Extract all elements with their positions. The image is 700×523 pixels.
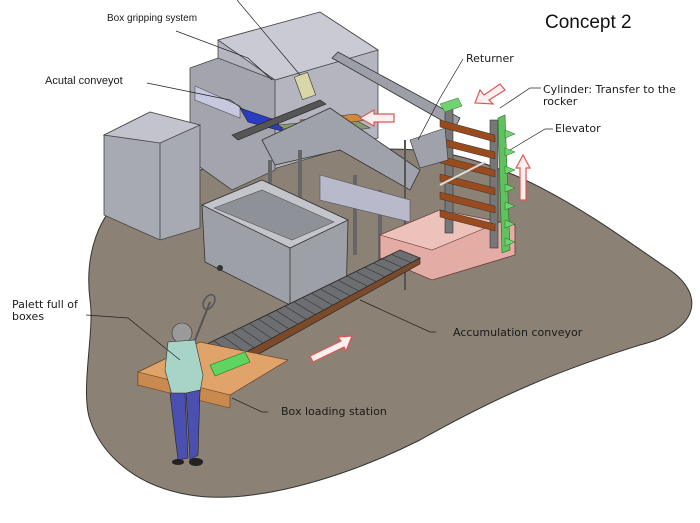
leader-lines: [85, 0, 553, 413]
conveyor-roller: [302, 297, 325, 311]
arrow-up-right-icon: [309, 335, 353, 363]
conveyor-roller: [257, 318, 281, 334]
conveyor-roller: [240, 327, 264, 344]
conveyor-roller: [328, 284, 351, 297]
conveyor-roller: [231, 331, 255, 349]
arrow-up-icon: [514, 153, 532, 201]
flow-arrows: [309, 83, 532, 363]
arrow-down-left-icon: [474, 83, 506, 105]
conveyor-roller: [266, 314, 290, 330]
container-bin: [201, 179, 349, 306]
concept-title: Concept 2: [545, 12, 632, 33]
conveyor-roller: [382, 258, 403, 268]
conveyor-roller: [364, 266, 386, 278]
label-box-loading-station: Box loading station: [281, 405, 387, 418]
arrow-left-icon: [358, 108, 395, 128]
worker: [164, 293, 216, 466]
label-elevator: Elevator: [555, 122, 601, 135]
conveyor-roller: [399, 249, 421, 259]
conveyor-roller: [346, 275, 368, 287]
conveyor-roller: [355, 271, 377, 282]
label-palett-line2: boxes: [12, 310, 45, 323]
conveyor-roller: [275, 310, 299, 325]
label-cylinder-line2: rocker: [543, 95, 578, 108]
elevator: [409, 97, 516, 254]
conveyor-roller: [320, 288, 342, 301]
label-cylinder-line1: Cylinder: Transfer to the: [543, 83, 676, 96]
side-cabinet: [102, 111, 202, 241]
conveyor-roller: [337, 279, 360, 292]
label-returner: Returner: [466, 52, 514, 65]
support-frame: [261, 51, 461, 290]
conveyor-roller: [311, 292, 333, 306]
conveyor-roller: [373, 262, 394, 273]
label-palett-line1: Palett full of: [12, 298, 78, 311]
label-box-gripping-system: Box gripping system: [107, 13, 198, 24]
label-accumulation-conveyor: Accumulation conveyor: [453, 326, 583, 339]
conveyor-roller: [391, 253, 412, 264]
conveyor-roller: [249, 323, 272, 339]
conveyor-roller: [284, 305, 307, 320]
label-actual-conveyor: Acutal conveyot: [45, 75, 123, 87]
conveyor-roller: [222, 336, 246, 353]
conveyor-roller: [293, 301, 316, 316]
